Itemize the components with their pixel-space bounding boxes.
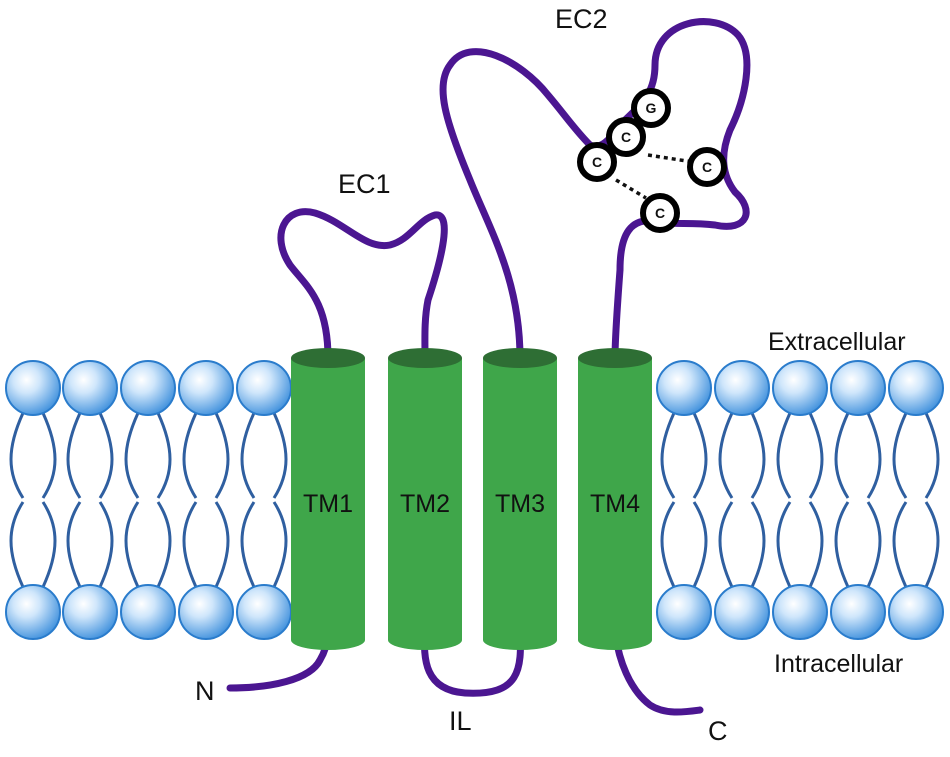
disulfide-bonds [615,153,694,200]
ec2-loop [439,18,751,362]
helix-tm1: TM1 [291,348,365,650]
n-terminus-label: N [195,676,215,706]
phospholipid [888,360,944,640]
disulfide-bond [615,178,647,200]
il-label: IL [449,706,472,736]
helix-tm2: TM2 [388,348,462,650]
ec1-loop [277,208,448,362]
il-loop [421,626,524,697]
phospholipid [714,360,770,640]
helix-label: TM1 [303,490,353,518]
residue-c: C [687,147,727,187]
c-terminus-label: C [708,716,728,746]
ec2-label: EC2 [555,4,608,34]
phospholipid [830,360,886,640]
phospholipid [5,360,61,640]
residue-g: G [631,88,671,128]
helix-label: TM2 [400,490,450,518]
svg-text:C: C [655,205,665,221]
ec1-label: EC1 [338,169,391,199]
phospholipid [178,360,234,640]
ec2-residues: G C C C C [577,88,727,233]
intracellular-label: Intracellular [774,650,903,678]
helix-label: TM4 [590,490,640,518]
helix-label: TM3 [495,490,545,518]
transmembrane-helices: TM1 TM2 TM3 TM4 [291,348,652,650]
svg-text:C: C [592,154,602,170]
extracellular-label: Extracellular [768,328,906,356]
residue-c: C [606,117,646,157]
phospholipid [236,360,292,640]
phospholipid [62,360,118,640]
residue-c: C [577,142,617,182]
c-terminal-tail [611,626,704,716]
svg-text:G: G [646,100,657,116]
phospholipid [120,360,176,640]
helix-tm3: TM3 [483,348,557,650]
phospholipid [656,360,712,640]
svg-text:C: C [702,159,712,175]
disulfide-bond [647,153,694,164]
svg-text:C: C [621,129,631,145]
residue-c: C [640,193,680,233]
phospholipid [772,360,828,640]
helix-tm4: TM4 [578,348,652,650]
lipid-bilayer [5,360,944,640]
